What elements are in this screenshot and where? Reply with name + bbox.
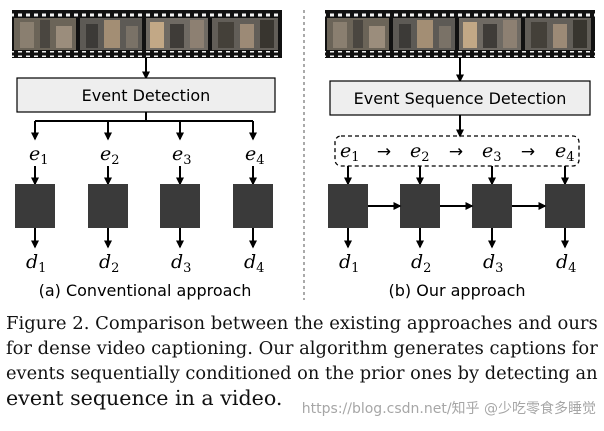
left-caption-block xyxy=(88,184,128,228)
right-caption-block xyxy=(328,184,368,228)
left-caption-block xyxy=(15,184,55,228)
left-panel-label: (a) Conventional approach xyxy=(39,281,252,300)
right-detector-label: Event Sequence Detection xyxy=(354,89,567,108)
left-event-label: e4 xyxy=(245,143,265,168)
right-sequence-to-block-arrows xyxy=(344,166,569,186)
left-branch-connector xyxy=(31,112,257,141)
caption-line: event sequence in a video. xyxy=(6,386,283,410)
right-event-label: e1 xyxy=(340,140,360,165)
left-detector-label: Event Detection xyxy=(82,86,211,105)
left-output-label: d2 xyxy=(99,251,119,276)
left-event-label: e2 xyxy=(100,143,120,168)
watermark: https://blog.csdn.net/知乎 @少吃零食多睡觉 xyxy=(301,401,596,417)
left-detector-box xyxy=(16,77,276,113)
left-output-label: d4 xyxy=(244,251,264,276)
caption-line: events sequentially conditioned on the p… xyxy=(6,363,598,384)
left-event-label: e1 xyxy=(29,143,49,168)
right-caption-block xyxy=(472,184,512,228)
left-output-label: d1 xyxy=(26,251,46,276)
left-caption-block xyxy=(160,184,200,228)
right-event-label: e2 xyxy=(410,140,430,165)
right-event-label: e3 xyxy=(482,140,502,165)
film-frame xyxy=(393,18,455,50)
film-frame xyxy=(212,18,278,50)
film-frame xyxy=(525,18,591,50)
right-output-label: d1 xyxy=(339,251,359,276)
left-caption-block xyxy=(233,184,273,228)
film-frame xyxy=(459,18,521,50)
right-output-label: d2 xyxy=(411,251,431,276)
sequence-arrow: → xyxy=(377,142,391,162)
left-event-label: e3 xyxy=(172,143,192,168)
film-frame xyxy=(327,18,389,50)
film-frame xyxy=(80,18,142,50)
left-event-to-block-arrows xyxy=(31,166,257,186)
sequence-arrow: → xyxy=(449,142,463,162)
sequence-arrow: → xyxy=(521,142,535,162)
right-panel-label: (b) Our approach xyxy=(389,281,526,300)
right-caption-block xyxy=(400,184,440,228)
film-frame xyxy=(14,18,76,50)
film-frame xyxy=(146,18,208,50)
left-filmstrip xyxy=(12,10,282,58)
right-block-to-output-arrows xyxy=(344,228,569,249)
event-sequence-box xyxy=(334,135,580,167)
left-block-to-output-arrows xyxy=(31,228,257,249)
figure-diagram: Event Detection e1 e2 e3 e4 d1 d2 d3 d4 … xyxy=(12,10,595,300)
figure-caption: Figure 2. Comparison between the existin… xyxy=(6,311,598,411)
right-filmstrip xyxy=(325,10,595,58)
right-output-label: d3 xyxy=(483,251,503,276)
caption-line: Figure 2. Comparison between the existin… xyxy=(6,313,598,334)
right-caption-block xyxy=(545,184,585,228)
left-output-label: d3 xyxy=(171,251,191,276)
right-output-label: d4 xyxy=(556,251,576,276)
right-detector-box xyxy=(329,80,591,116)
right-event-label: e4 xyxy=(555,140,575,165)
caption-line: for dense video captioning. Our algorith… xyxy=(6,338,598,359)
